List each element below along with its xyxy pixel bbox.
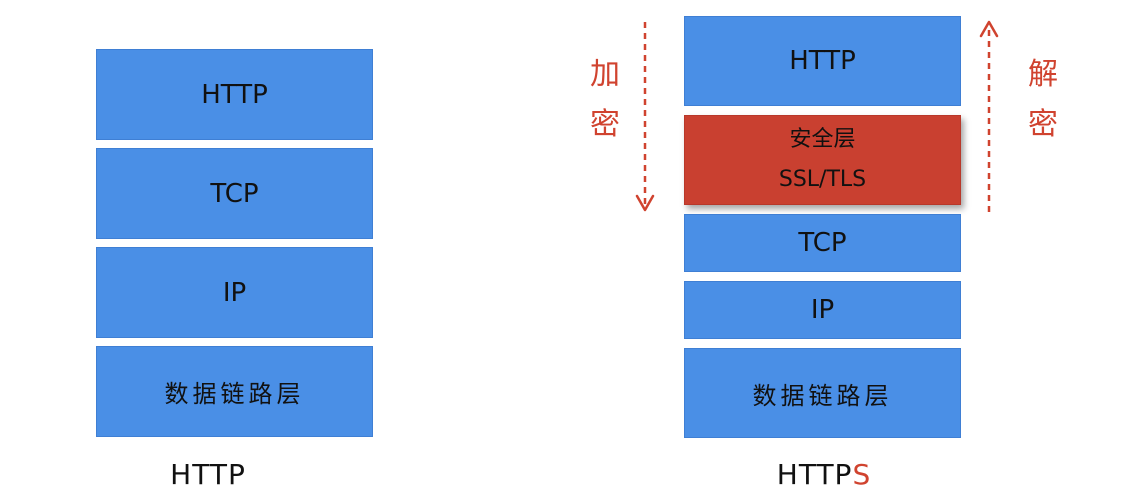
security-layer-title: 安全层	[789, 127, 856, 152]
left-caption-text: HTTP	[170, 458, 246, 491]
decrypt-label: 解 密	[1023, 50, 1063, 150]
left-layer-http: HTTP	[96, 49, 373, 140]
decrypt-char-2: 密	[1028, 107, 1058, 142]
right-caption-main: HTTP	[776, 458, 853, 491]
security-layer-protocol: SSL/TLS	[778, 167, 867, 192]
encrypt-arrow-down-icon	[635, 22, 655, 212]
right-caption: HTTPS	[712, 458, 936, 491]
right-layer-tcp: TCP	[684, 214, 961, 272]
decrypt-arrow-up-icon	[979, 20, 999, 212]
encrypt-char-2: 密	[590, 107, 620, 142]
right-layer-datalink: 数据链路层	[684, 348, 961, 438]
right-layer-http: HTTP	[684, 16, 961, 106]
right-layer-ip: IP	[684, 281, 961, 339]
left-caption: HTTP	[96, 458, 320, 491]
right-caption-accent: S	[852, 458, 872, 491]
encrypt-label: 加 密	[585, 50, 625, 150]
decrypt-char-1: 解	[1028, 57, 1058, 92]
left-layer-datalink: 数据链路层	[96, 346, 373, 437]
left-layer-tcp: TCP	[96, 148, 373, 239]
right-layer-security: 安全层 SSL/TLS	[684, 115, 961, 205]
encrypt-char-1: 加	[590, 57, 620, 92]
left-layer-ip: IP	[96, 247, 373, 338]
